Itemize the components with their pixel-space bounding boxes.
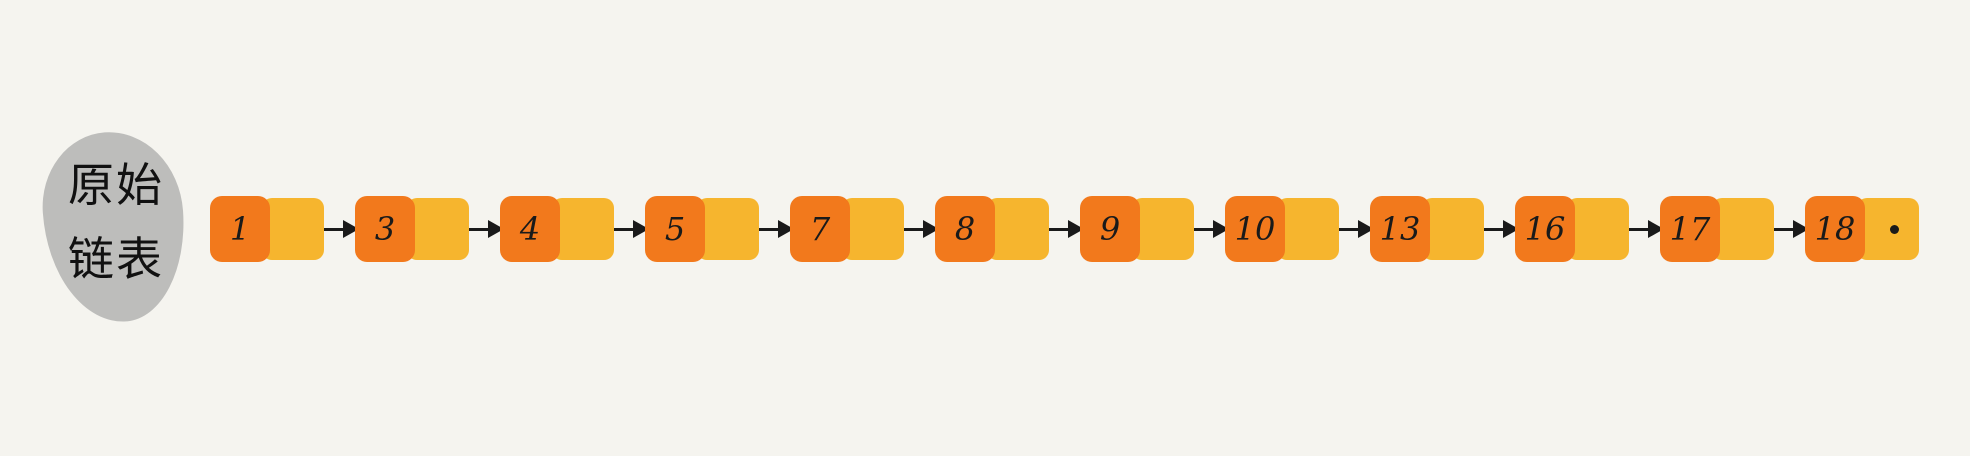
diagram-label-line-1: 原始 [68,158,164,212]
node-next-pointer [407,198,469,260]
node-next-pointer [842,198,904,260]
list-node: 10 [1225,196,1341,262]
list-node: 8 [935,196,1051,262]
node-data-cell: 18 [1805,196,1865,262]
node-data-cell: 8 [935,196,995,262]
node-data-cell: 9 [1080,196,1140,262]
list-node: 16 [1515,196,1631,262]
diagram-label-line-2: 链表 [68,232,164,286]
list-node: 4 [500,196,616,262]
node-data-cell: 13 [1370,196,1430,262]
node-next-pointer [987,198,1049,260]
node-data-cell: 7 [790,196,850,262]
list-node: 3 [355,196,471,262]
node-next-pointer [697,198,759,260]
node-next-pointer [1422,198,1484,260]
node-data-cell: 3 [355,196,415,262]
list-node: 7 [790,196,906,262]
list-node: 9 [1080,196,1196,262]
node-next-pointer [1567,198,1629,260]
list-node: 13 [1370,196,1486,262]
node-next-pointer [1857,198,1919,260]
node-data-cell: 1 [210,196,270,262]
node-next-pointer [1712,198,1774,260]
list-node: 17 [1660,196,1776,262]
node-data-cell: 10 [1225,196,1285,262]
list-node: 1 [210,196,326,262]
node-data-cell: 16 [1515,196,1575,262]
node-next-pointer [262,198,324,260]
list-node: 18 [1805,196,1921,262]
node-next-pointer [1277,198,1339,260]
list-node: 5 [645,196,761,262]
null-pointer-dot [1890,225,1899,234]
node-data-cell: 5 [645,196,705,262]
node-next-pointer [1132,198,1194,260]
node-next-pointer [552,198,614,260]
diagram-label: 原始 链表 [58,148,174,296]
node-data-cell: 17 [1660,196,1720,262]
node-data-cell: 4 [500,196,560,262]
